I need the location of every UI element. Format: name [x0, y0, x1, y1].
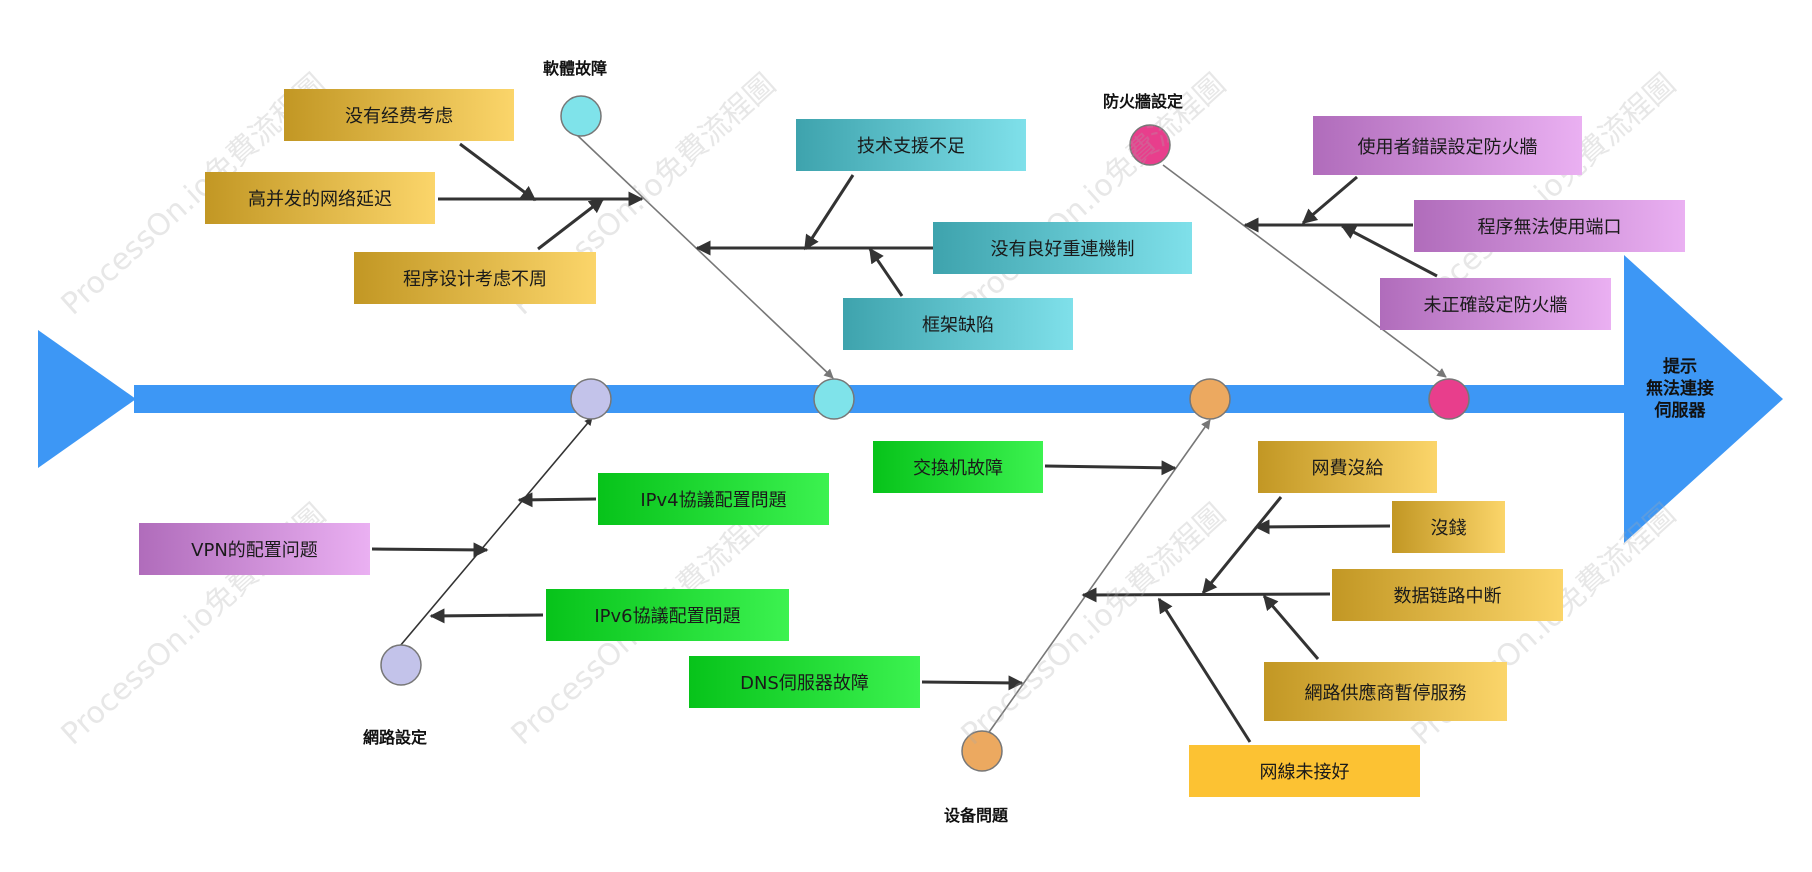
spine-node-device — [1189, 378, 1231, 420]
bone-software — [576, 134, 834, 379]
spine-node-network — [570, 378, 612, 420]
category-label-network: 網路設定 — [363, 728, 428, 747]
cause-arrow — [517, 492, 597, 508]
spine — [134, 385, 1636, 413]
effect-label-line2: 無法連接 — [1646, 379, 1714, 399]
spine-node-firewall — [1428, 378, 1470, 420]
bone-network — [399, 417, 593, 647]
effect-label-line1: 提示 — [1663, 357, 1697, 377]
cause-box[interactable]: 技术支援不足 — [796, 119, 1026, 171]
node-network — [380, 644, 422, 686]
node-device — [961, 730, 1003, 772]
cause-arrow — [1201, 496, 1283, 595]
cause-arrow — [1044, 460, 1177, 476]
cause-box[interactable]: 程序無法使用端口 — [1414, 200, 1685, 252]
cause-box[interactable]: 程序设计考虑不周 — [354, 252, 596, 304]
category-label-software: 軟體故障 — [543, 59, 608, 78]
cause-box[interactable]: IPv6協議配置問題 — [546, 589, 789, 641]
category-label-device: 设备問題 — [944, 806, 1009, 825]
cause-box[interactable]: 網路供應商暫停服務 — [1264, 662, 1507, 721]
cause-arrow — [868, 247, 904, 297]
cause-arrow — [1157, 597, 1252, 743]
cause-box[interactable]: 未正確設定防火牆 — [1380, 278, 1611, 330]
cause-arrow — [803, 174, 855, 251]
cause-arrow — [921, 675, 1024, 691]
cause-arrow — [1254, 519, 1391, 535]
cause-box[interactable]: 网線未接好 — [1189, 745, 1420, 797]
cause-arrow — [1301, 175, 1358, 225]
cause-box[interactable]: 交換机故障 — [873, 441, 1043, 493]
cause-box[interactable]: 数据链路中断 — [1332, 569, 1563, 621]
category-label-firewall: 防火牆設定 — [1103, 92, 1184, 111]
cause-box[interactable]: 没有经费考虑 — [284, 89, 514, 141]
cause-box[interactable]: 沒錢 — [1392, 501, 1505, 553]
cause-box[interactable]: 使用者錯誤設定防火牆 — [1313, 116, 1582, 175]
node-firewall — [1129, 124, 1171, 166]
cause-box[interactable]: DNS伺服器故障 — [689, 656, 920, 708]
cause-box[interactable]: 网費沒給 — [1258, 441, 1437, 493]
cause-box[interactable]: VPN的配置问题 — [139, 523, 370, 575]
cause-box[interactable]: 高并发的网络延迟 — [205, 172, 435, 224]
cause-arrow — [371, 542, 489, 558]
cause-box[interactable]: IPv4協議配置問題 — [598, 473, 829, 525]
spine-node-software — [813, 378, 855, 420]
effect-label-line3: 伺服器 — [1654, 401, 1706, 421]
effect-label: 提示 無法連接 伺服器 — [1630, 356, 1730, 422]
sub-bone-4 — [1081, 587, 1331, 603]
spine-tail — [38, 330, 136, 468]
cause-arrow — [459, 142, 537, 202]
node-software — [560, 95, 602, 137]
cause-arrow — [1262, 594, 1320, 660]
spine-head — [1624, 255, 1783, 543]
bone-firewall — [1162, 164, 1447, 378]
cause-arrow — [537, 197, 605, 251]
cause-arrow — [1340, 224, 1438, 278]
cause-arrow — [429, 608, 544, 624]
cause-box[interactable]: 没有良好重連機制 — [933, 222, 1192, 274]
cause-box[interactable]: 框架缺陷 — [843, 298, 1073, 350]
